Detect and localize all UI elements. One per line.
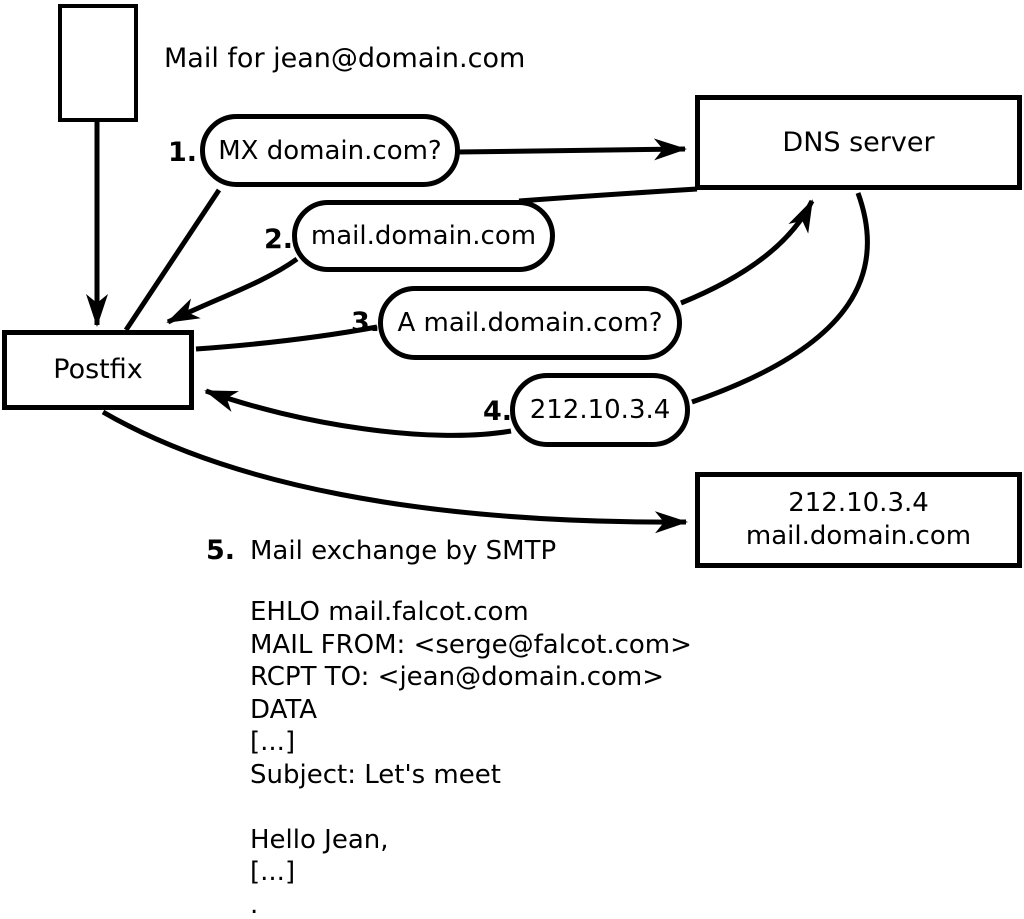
arrow-mx-query-to-dns [457,138,687,161]
mail-server-ip: 212.10.3.4 [788,488,929,518]
smtp-line: Hello Jean, [250,824,389,855]
step-number-2: 2. [264,224,294,255]
smtp-line: EHLO mail.falcot.com [250,597,529,627]
mail-title: Mail for jean@domain.com [164,43,526,74]
smtp-line: MAIL FROM: <serge@falcot.com> [250,629,692,660]
smtp-line: . [250,889,259,919]
edge-dns-to-mx-answer [518,186,698,204]
arrow-a-query-to-dns [680,199,815,306]
pill-mx-query: MX domain.com? [200,114,460,187]
smtp-transcript: EHLO mail.falcot.com MAIL FROM: <serge@f… [250,596,692,919]
smtp-line [250,791,692,824]
arrow-mx-answer-to-postfix [166,256,299,325]
arrow-postfix-to-mail-server [101,409,688,534]
mail-message-node [58,4,138,122]
step-number-1: 1. [168,137,198,168]
step-number-5: 5. [206,535,236,566]
smtp-line: Subject: Let's meet [250,759,501,790]
edge-postfix-to-mx-query [123,188,222,332]
arrow-a-answer-to-postfix [204,388,512,438]
step-number-3: 3. [351,307,381,338]
pill-mx-answer: mail.domain.com [292,200,555,272]
edge-dns-to-a-answer [691,192,870,405]
pill-a-answer: 212.10.3.4 [510,373,690,447]
edge-postfix-to-a-query [195,324,378,352]
dns-server-node: DNS server [695,95,1022,190]
step-5-label: Mail exchange by SMTP [250,536,557,566]
smtp-line: RCPT TO: <jean@domain.com> [250,662,665,692]
mail-server-hostname: mail.domain.com [745,521,972,551]
mail-server-node: 212.10.3.4 mail.domain.com [695,472,1022,568]
smtp-line: [...] [250,857,296,887]
smtp-line: DATA [250,694,317,725]
postfix-node: Postfix [2,330,194,410]
smtp-line: [...] [250,727,296,757]
step-number-4: 4. [483,396,513,427]
pill-a-query: A mail.domain.com? [378,286,682,360]
